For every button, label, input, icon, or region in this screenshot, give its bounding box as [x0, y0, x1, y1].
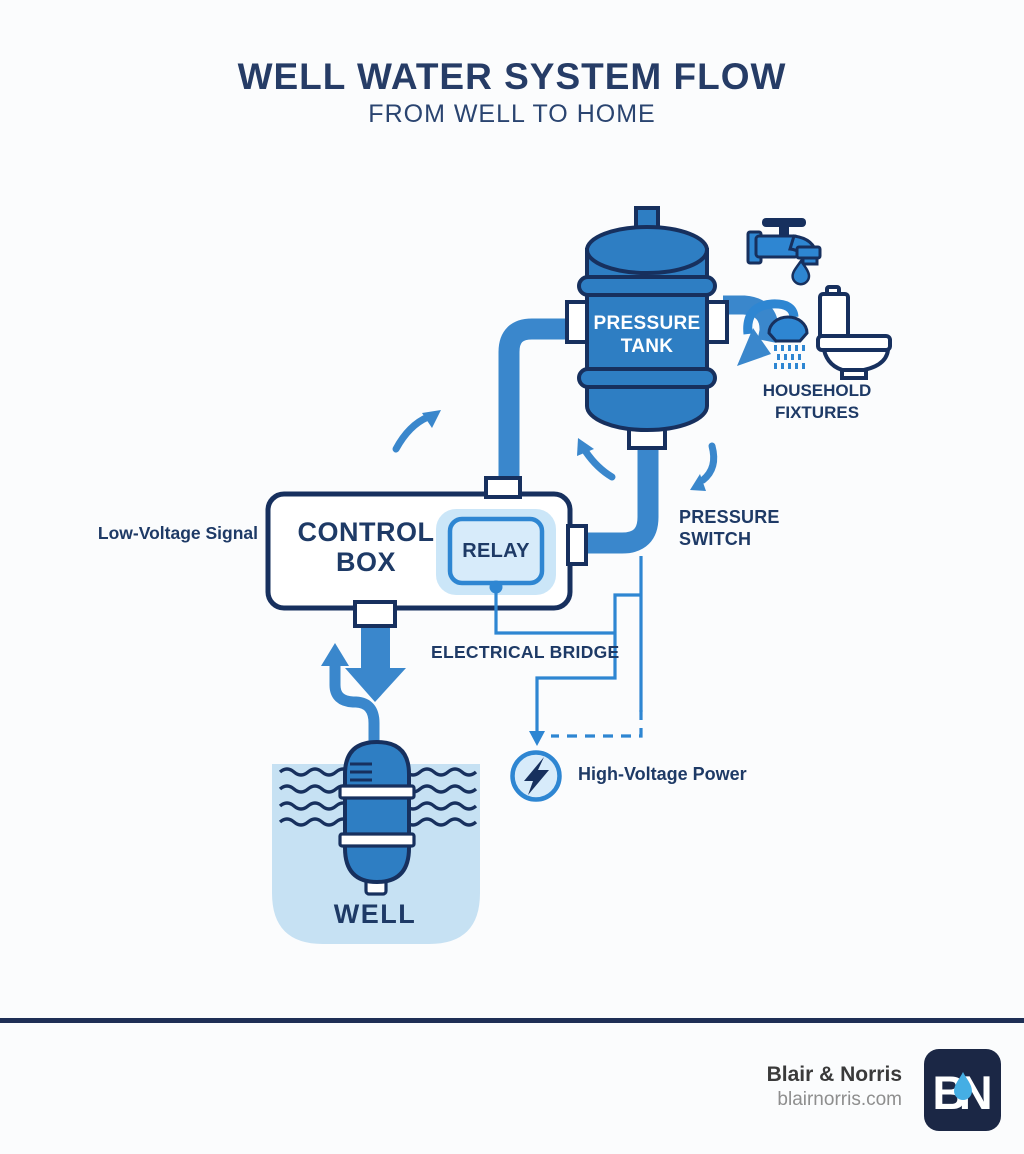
low-voltage-label: Low-Voltage Signal	[97, 523, 258, 543]
pressure-tank-shape	[565, 206, 729, 450]
relay-terminal-dot	[489, 580, 503, 594]
household-fixtures-icons	[743, 218, 892, 380]
circulation-arrow-icon	[577, 438, 616, 481]
tank-right-port	[705, 300, 729, 344]
high-voltage-icon	[510, 750, 562, 802]
wire-relay	[494, 592, 615, 635]
wire-arrowhead	[529, 731, 545, 746]
wire-dashed	[551, 710, 643, 738]
water-drop-icon	[791, 258, 811, 286]
pump-vents	[350, 762, 372, 782]
relay-label: RELAY	[462, 540, 530, 562]
shower-icon	[743, 299, 809, 369]
toilet-icon	[816, 285, 892, 380]
well-shape	[272, 739, 480, 944]
page-subtitle: FROM WELL TO HOME	[368, 100, 656, 128]
pressure-switch-label: PRESSURE SWITCH	[679, 507, 780, 549]
wire-bridge	[535, 593, 641, 733]
shower-spray	[774, 345, 805, 369]
household-fixtures-label: HOUSEHOLD FIXTURES	[762, 381, 872, 423]
pipe-control-to-tank	[498, 318, 580, 500]
circulation-arrow-icon	[392, 410, 441, 453]
control-box-label: CONTROL BOX	[297, 517, 435, 578]
high-voltage-label: High-Voltage Power	[578, 764, 747, 784]
electrical-bridge-label: ELECTRICAL BRIDGE	[431, 642, 620, 662]
footer-company-name: Blair & Norris	[766, 1063, 902, 1086]
pipes	[321, 295, 779, 750]
down-arrow-signal	[345, 618, 406, 702]
pump-shape	[338, 739, 416, 896]
faucet-icon	[746, 218, 822, 286]
water-drop-icon	[954, 1072, 972, 1100]
circulation-arrow-icon	[690, 442, 718, 491]
control-box-right-port	[566, 524, 588, 566]
footer-divider	[0, 1018, 1024, 1023]
lightning-icon	[524, 757, 549, 795]
pipe-tank-to-pressure-switch	[580, 440, 659, 554]
control-box-top-port	[484, 476, 522, 499]
control-box-shape	[265, 476, 588, 628]
electrical-wires	[494, 556, 643, 746]
tank-left-port	[565, 300, 589, 344]
footer-website: blairnorris.com	[777, 1089, 902, 1110]
control-box-bottom-port	[353, 600, 397, 628]
well-label: WELL	[333, 899, 417, 929]
up-arrow-well-pipe	[321, 643, 380, 750]
bn-logo: BN	[924, 1049, 1001, 1131]
page-title: WELL WATER SYSTEM FLOW	[237, 56, 787, 97]
pressure-tank-label: PRESSURE TANK	[593, 313, 701, 357]
